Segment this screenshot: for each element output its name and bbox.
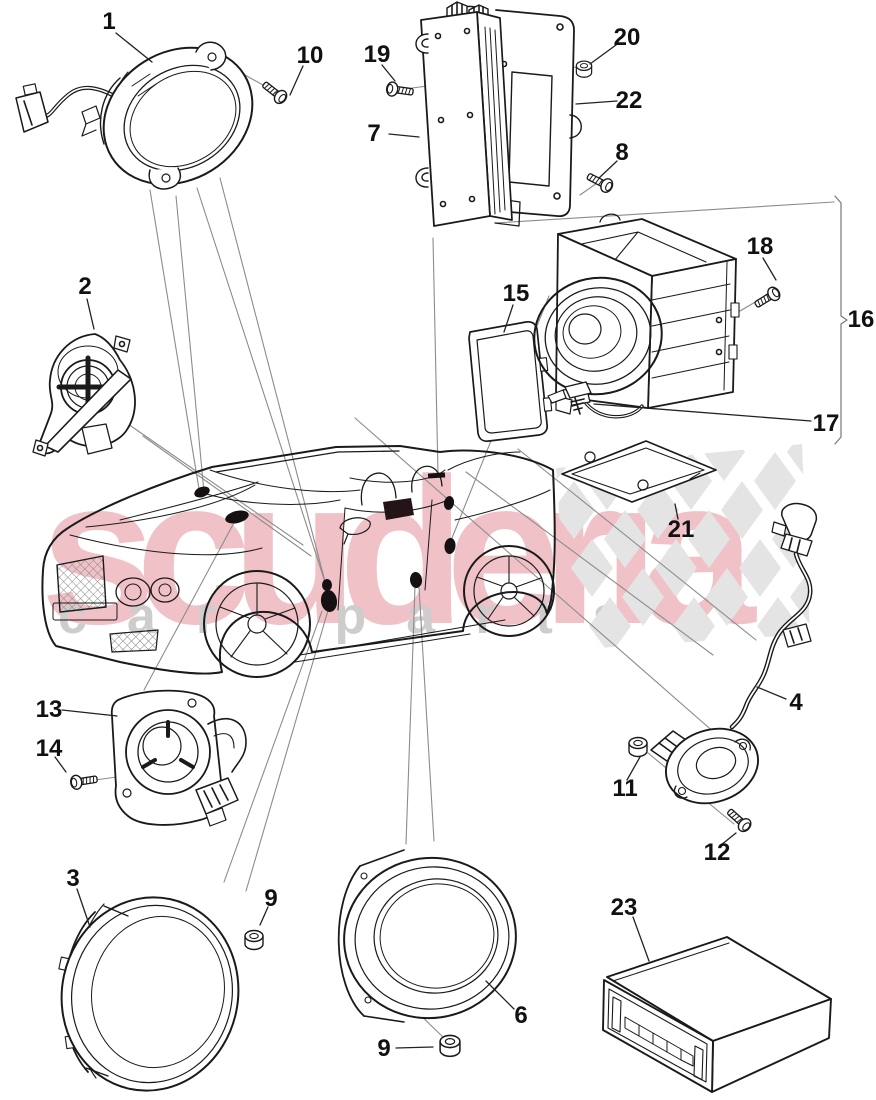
- part-13-speaker-drawing: [110, 689, 247, 827]
- part-11-nut-drawing: [628, 736, 648, 758]
- part-18-screw-drawing: [751, 284, 783, 312]
- part-label-14: 14: [35, 735, 63, 762]
- part-label-8: 8: [615, 139, 629, 166]
- part-16-brace: [834, 195, 848, 445]
- leader-lines: [94, 57, 835, 1042]
- part-label-19: 19: [363, 41, 391, 68]
- part-10-screw-drawing: [258, 77, 290, 107]
- part-15-frame-drawing: [468, 320, 553, 443]
- part-label-15: 15: [502, 280, 530, 307]
- part-label-22: 22: [615, 87, 643, 114]
- car-illustration: [41, 445, 556, 678]
- part-22-bracket-drawing: [492, 9, 582, 227]
- part-label-11: 11: [612, 775, 638, 802]
- part-7-amplifier-drawing: [415, 1, 513, 227]
- part-16-subwoofer-drawing: [533, 213, 740, 419]
- part-21-cover-drawing: [561, 440, 717, 503]
- part-20-nut-drawing: [575, 60, 593, 78]
- label-leader-lines: [54, 32, 812, 1049]
- part-8-screw-drawing: [584, 168, 616, 196]
- subwoofer-grille-mark: [383, 498, 414, 520]
- part-label-16: 16: [847, 306, 875, 333]
- part-19-screw-drawing: [384, 80, 415, 100]
- part-label-2: 2: [78, 273, 92, 300]
- part-label-21: 21: [667, 516, 695, 543]
- part-9a-nut-drawing: [244, 929, 264, 951]
- part-label-7: 7: [367, 120, 381, 147]
- part-label-9a: 9: [264, 885, 278, 912]
- part-label-23: 23: [610, 894, 638, 921]
- part-6-speaker-drawing: [337, 849, 517, 1023]
- part-14-screw-drawing: [68, 771, 99, 791]
- part-label-6: 6: [514, 1002, 528, 1029]
- part-label-10: 10: [296, 42, 324, 69]
- part-23-head-unit-drawing: [602, 936, 832, 1093]
- part-label-3: 3: [66, 865, 80, 892]
- part-label-1: 1: [102, 8, 116, 35]
- part-17-clip-drawing: [547, 381, 592, 415]
- part-2-tweeter-drawing: [32, 333, 136, 457]
- part-label-17: 17: [812, 410, 840, 437]
- part-3-speaker-drawing: [58, 896, 240, 1092]
- part-label-12: 12: [703, 839, 731, 866]
- part-label-13: 13: [35, 696, 63, 723]
- part-9b-nut-drawing: [439, 1034, 461, 1058]
- part-1-speaker-drawing: [15, 41, 254, 190]
- part-label-18: 18: [746, 233, 774, 260]
- part-label-4: 4: [789, 689, 803, 716]
- part-label-9b: 9: [377, 1035, 391, 1062]
- part-label-20: 20: [613, 24, 641, 51]
- speaker-location-dots: [194, 472, 456, 612]
- part-4-harness-drawing: [650, 502, 818, 805]
